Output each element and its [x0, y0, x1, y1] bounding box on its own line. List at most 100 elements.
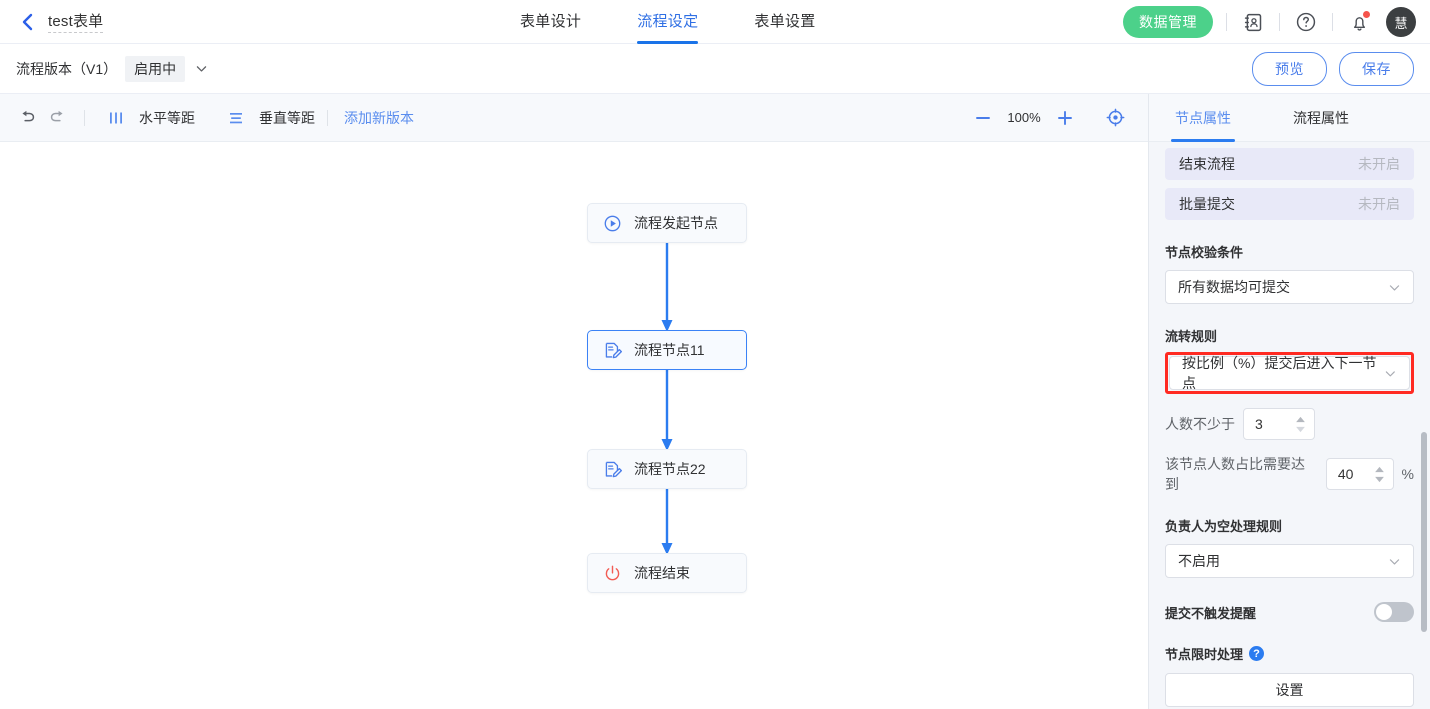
- horizontal-distribute-label: 水平等距: [139, 109, 195, 126]
- flow-rule-value: 按比例（%）提交后进入下一节点: [1182, 355, 1377, 391]
- validate-condition-select[interactable]: 所有数据均可提交: [1165, 270, 1414, 304]
- properties-panel: 节点属性 流程属性 结束流程 未开启 批量提交 未开启 节点校验条件 所有数据均…: [1148, 94, 1430, 709]
- flow-rule-highlight-box: 按比例（%）提交后进入下一节点: [1165, 352, 1414, 394]
- form-edit-icon: [602, 459, 622, 479]
- row-batch-submit-value: 未开启: [1358, 196, 1400, 212]
- ratio-increment[interactable]: [1374, 466, 1385, 473]
- undo-button[interactable]: [12, 103, 42, 133]
- tab-node-properties[interactable]: 节点属性: [1171, 94, 1235, 142]
- header-divider-2: [1279, 13, 1280, 31]
- zoom-in-button[interactable]: [1050, 103, 1080, 133]
- toggle-knob: [1376, 604, 1392, 620]
- chevron-left-icon: [22, 13, 32, 30]
- panel-scrollbar[interactable]: [1421, 432, 1427, 632]
- header-divider-3: [1332, 13, 1333, 31]
- tab-form-design[interactable]: 表单设计: [520, 13, 582, 30]
- form-title[interactable]: test表单: [48, 10, 104, 33]
- header-actions: 数据管理: [1123, 0, 1416, 44]
- validate-condition-label: 节点校验条件: [1165, 245, 1244, 260]
- ratio-spinner: [1374, 466, 1385, 483]
- tab-form-settings[interactable]: 表单设置: [754, 13, 816, 30]
- focus-target-icon: [1106, 108, 1124, 127]
- row-batch-submit[interactable]: 批量提交 未开启: [1165, 188, 1414, 220]
- toolbar-divider-1: [84, 109, 85, 126]
- flow-node-label: 流程结束: [634, 565, 690, 581]
- power-off-icon: [602, 563, 622, 583]
- ratio-label: 该节点人数占比需要达到: [1165, 456, 1305, 492]
- min-count-value: 3: [1255, 416, 1263, 432]
- min-count-increment[interactable]: [1295, 416, 1306, 423]
- data-manage-button[interactable]: 数据管理: [1123, 6, 1213, 38]
- help-filled-icon[interactable]: ?: [1249, 646, 1265, 661]
- vertical-distribute-label: 垂直等距: [259, 109, 315, 126]
- notification-badge-dot: [1363, 11, 1370, 18]
- plus-icon: [1058, 110, 1072, 125]
- back-button[interactable]: [12, 0, 42, 44]
- zoom-out-button[interactable]: [968, 103, 998, 133]
- panel-body: 结束流程 未开启 批量提交 未开启 节点校验条件 所有数据均可提交 流转规则 按…: [1149, 142, 1430, 709]
- ratio-stepper[interactable]: 40: [1325, 458, 1394, 490]
- redo-button[interactable]: [42, 103, 72, 133]
- flow-rule-select[interactable]: 按比例（%）提交后进入下一节点: [1169, 355, 1410, 391]
- zoom-controls: 100%: [968, 103, 1130, 133]
- flow-node-node11[interactable]: 流程节点11: [587, 330, 747, 370]
- help-button[interactable]: [1293, 9, 1319, 35]
- flow-node-start[interactable]: 流程发起节点: [587, 203, 747, 243]
- canvas-toolbar: 水平等距 垂直等距 添加新版本 100%: [0, 94, 1148, 142]
- preview-button[interactable]: 预览: [1252, 51, 1327, 86]
- min-count-stepper[interactable]: 3: [1243, 408, 1315, 440]
- ratio-decrement[interactable]: [1374, 476, 1385, 483]
- row-batch-submit-label: 批量提交: [1179, 196, 1235, 212]
- node-timeout-settings-button[interactable]: 设置: [1165, 673, 1414, 707]
- chevron-down-icon: [1386, 370, 1396, 376]
- add-version-link[interactable]: 添加新版本: [344, 109, 414, 126]
- horizontal-distribute-icon: [101, 103, 131, 133]
- notifications-button[interactable]: [1346, 9, 1372, 35]
- flow-node-label: 流程节点11: [634, 342, 705, 358]
- min-count-label: 人数不少于: [1165, 416, 1235, 432]
- help-circle-icon: [1296, 12, 1316, 32]
- flow-node-node22[interactable]: 流程节点22: [587, 449, 747, 489]
- save-button[interactable]: 保存: [1339, 51, 1414, 86]
- min-count-decrement[interactable]: [1295, 426, 1306, 433]
- version-actions: 预览 保存: [1252, 51, 1414, 86]
- version-label: 流程版本（V1）: [16, 60, 118, 77]
- row-end-flow-label: 结束流程: [1179, 156, 1235, 172]
- minus-icon: [976, 116, 990, 119]
- bell-icon: [1353, 16, 1365, 31]
- flow-canvas[interactable]: 流程发起节点 流程节点11: [0, 142, 1148, 709]
- node-timeout-label: 节点限时处理: [1165, 647, 1244, 662]
- chevron-down-icon: [1389, 558, 1400, 565]
- contacts-icon: [1244, 13, 1261, 31]
- user-avatar[interactable]: 慧: [1386, 7, 1416, 37]
- contacts-button[interactable]: [1240, 9, 1266, 35]
- flow-node-label: 流程节点22: [634, 461, 706, 477]
- tab-flow-properties[interactable]: 流程属性: [1293, 109, 1349, 126]
- fit-view-button[interactable]: [1100, 103, 1130, 133]
- redo-icon: [50, 110, 63, 122]
- owner-empty-value: 不启用: [1178, 553, 1220, 569]
- flow-node-end[interactable]: 流程结束: [587, 553, 747, 593]
- submit-no-remind-row: 提交不触发提醒: [1165, 602, 1414, 622]
- validate-condition-value: 所有数据均可提交: [1178, 279, 1290, 295]
- toolbar-divider-2: [327, 109, 328, 126]
- chevron-down-icon: [196, 66, 207, 72]
- owner-empty-select[interactable]: 不启用: [1165, 544, 1414, 578]
- horizontal-distribute-button[interactable]: 水平等距: [101, 103, 195, 133]
- row-end-flow[interactable]: 结束流程 未开启: [1165, 148, 1414, 180]
- form-edit-icon: [602, 340, 622, 360]
- flow-node-label: 流程发起节点: [634, 215, 718, 231]
- top-header: test表单 表单设计 流程设定 表单设置 数据管理: [0, 0, 1430, 44]
- flow-rule-label: 流转规则: [1165, 329, 1218, 344]
- header-divider-1: [1226, 13, 1227, 31]
- submit-no-remind-toggle[interactable]: [1374, 602, 1414, 622]
- version-dropdown-button[interactable]: [195, 62, 208, 75]
- ratio-suffix: %: [1401, 466, 1414, 482]
- vertical-distribute-button[interactable]: 垂直等距: [221, 103, 315, 133]
- panel-tabs: 节点属性 流程属性: [1149, 94, 1430, 142]
- tab-flow-settings[interactable]: 流程设定: [637, 0, 699, 44]
- min-count-row: 人数不少于 3: [1165, 408, 1414, 440]
- ratio-value: 40: [1337, 466, 1354, 482]
- undo-icon: [21, 110, 34, 122]
